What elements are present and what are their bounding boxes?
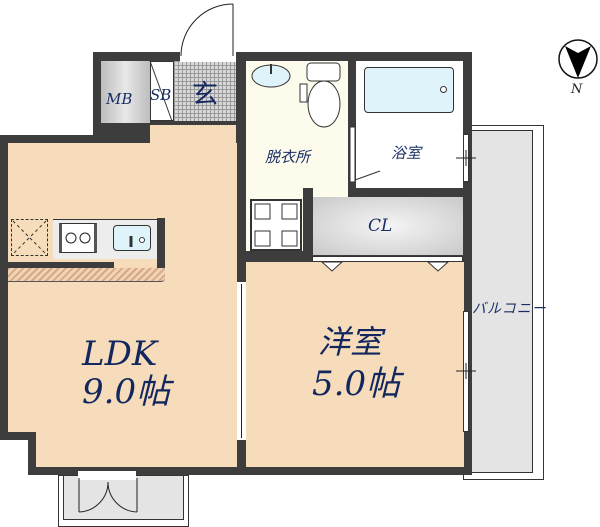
- closet-doors[interactable]: [312, 256, 463, 262]
- compass-label: N: [571, 82, 583, 97]
- closet: [313, 197, 463, 255]
- wall-hall-top: [150, 121, 236, 125]
- stove: [59, 223, 97, 253]
- sb-label: SB: [150, 86, 172, 104]
- ldk-bottom-balcony: [58, 475, 189, 527]
- fridge-cross-icon: [12, 220, 47, 255]
- ldk-size: 9.0帖: [82, 372, 171, 412]
- western-room-size: 5.0帖: [312, 364, 401, 404]
- wall-washroom-cl: [303, 188, 313, 256]
- kitchen-counter-bar: [8, 268, 165, 282]
- balcony-label: バルコニー: [472, 301, 547, 317]
- bathroom-label: 浴室: [391, 144, 422, 162]
- hall-floor: [150, 124, 236, 143]
- kitchen-counter-end: [157, 218, 165, 270]
- ldk-floor: [8, 143, 237, 433]
- mb-label: MB: [106, 90, 133, 108]
- wall-ldk-step-v: [28, 432, 36, 475]
- wall-ldk-step: [0, 432, 36, 440]
- entrance-label: 玄: [192, 80, 219, 110]
- shoe-box: [150, 61, 174, 121]
- entrance-floor: [174, 61, 236, 121]
- ldk-cutout: [0, 437, 28, 477]
- bathtub-drain: [440, 86, 447, 93]
- bathtub: [364, 67, 454, 113]
- washroom-label: 脱衣所: [265, 148, 311, 166]
- ldk-floor-lower: [36, 430, 237, 467]
- western-room-floor: [246, 262, 464, 467]
- meter-box: [101, 61, 150, 123]
- ldk-bottom-door-gap[interactable]: [78, 471, 136, 480]
- compass-north-icon: [558, 39, 598, 79]
- western-room-name: 洋室: [318, 323, 383, 361]
- closet-label: CL: [368, 216, 393, 236]
- fridge-space: [11, 219, 48, 256]
- ldk-name: LDK: [82, 334, 158, 374]
- entrance-door-gap: [180, 50, 236, 62]
- sliding-door-line: [241, 284, 242, 438]
- balcony: [463, 125, 544, 480]
- kitchen-wall: [8, 262, 114, 269]
